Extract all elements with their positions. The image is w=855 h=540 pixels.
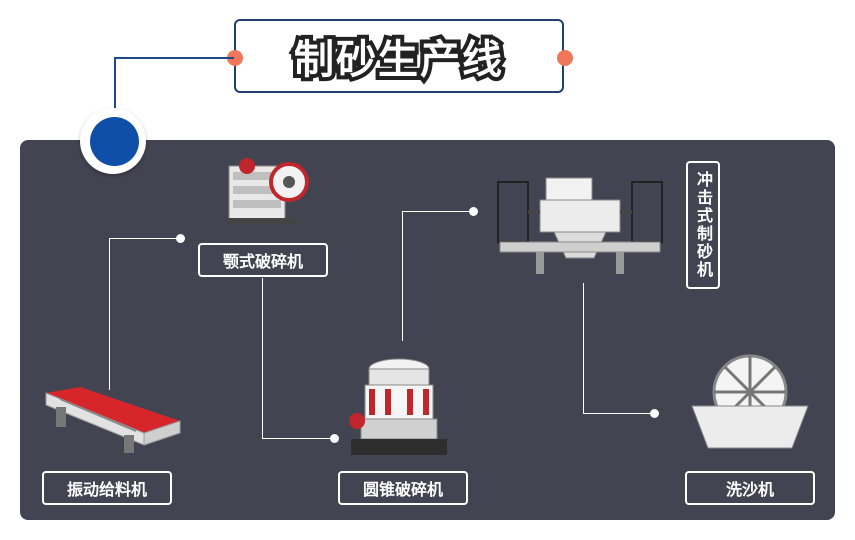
connector-dot-washer bbox=[650, 409, 659, 418]
title-connector-v bbox=[114, 57, 116, 112]
impact-sand-maker-image bbox=[497, 177, 663, 274]
connector-feeder-to-jaw bbox=[109, 238, 181, 239]
label-cone-crusher: 圆锥破碎机 bbox=[338, 471, 468, 505]
page-title: 制砂生产线 bbox=[290, 33, 506, 87]
connector-dot-cone bbox=[330, 434, 339, 443]
label-impact-sand-maker: 冲击式制砂机 bbox=[686, 161, 720, 289]
connector-jaw-to-cone bbox=[262, 438, 335, 439]
title-left-dot bbox=[227, 50, 243, 66]
connector-jaw-down bbox=[262, 278, 263, 438]
connector-dot-impact bbox=[469, 207, 478, 216]
connector-cone-to-impact bbox=[402, 211, 474, 212]
connector-impact-to-washer bbox=[583, 413, 655, 414]
title-right-dot bbox=[557, 50, 573, 66]
sand-washer-image bbox=[691, 354, 809, 449]
connector-feeder-up bbox=[109, 238, 110, 390]
vibrating-feeder-image bbox=[45, 387, 181, 453]
connector-cone-up bbox=[402, 211, 403, 341]
title-connector-h bbox=[114, 57, 234, 59]
label-vibrating-feeder: 振动给料机 bbox=[42, 471, 172, 505]
title-box: 制砂生产线 bbox=[234, 19, 564, 93]
cone-crusher-image bbox=[349, 358, 447, 455]
start-dot bbox=[90, 117, 139, 166]
connector-dot-jaw bbox=[176, 234, 185, 243]
label-sand-washer: 洗沙机 bbox=[685, 471, 815, 505]
jaw-crusher-image bbox=[227, 158, 309, 224]
connector-impact-down bbox=[583, 283, 584, 413]
label-jaw-crusher: 颚式破碎机 bbox=[198, 243, 328, 277]
